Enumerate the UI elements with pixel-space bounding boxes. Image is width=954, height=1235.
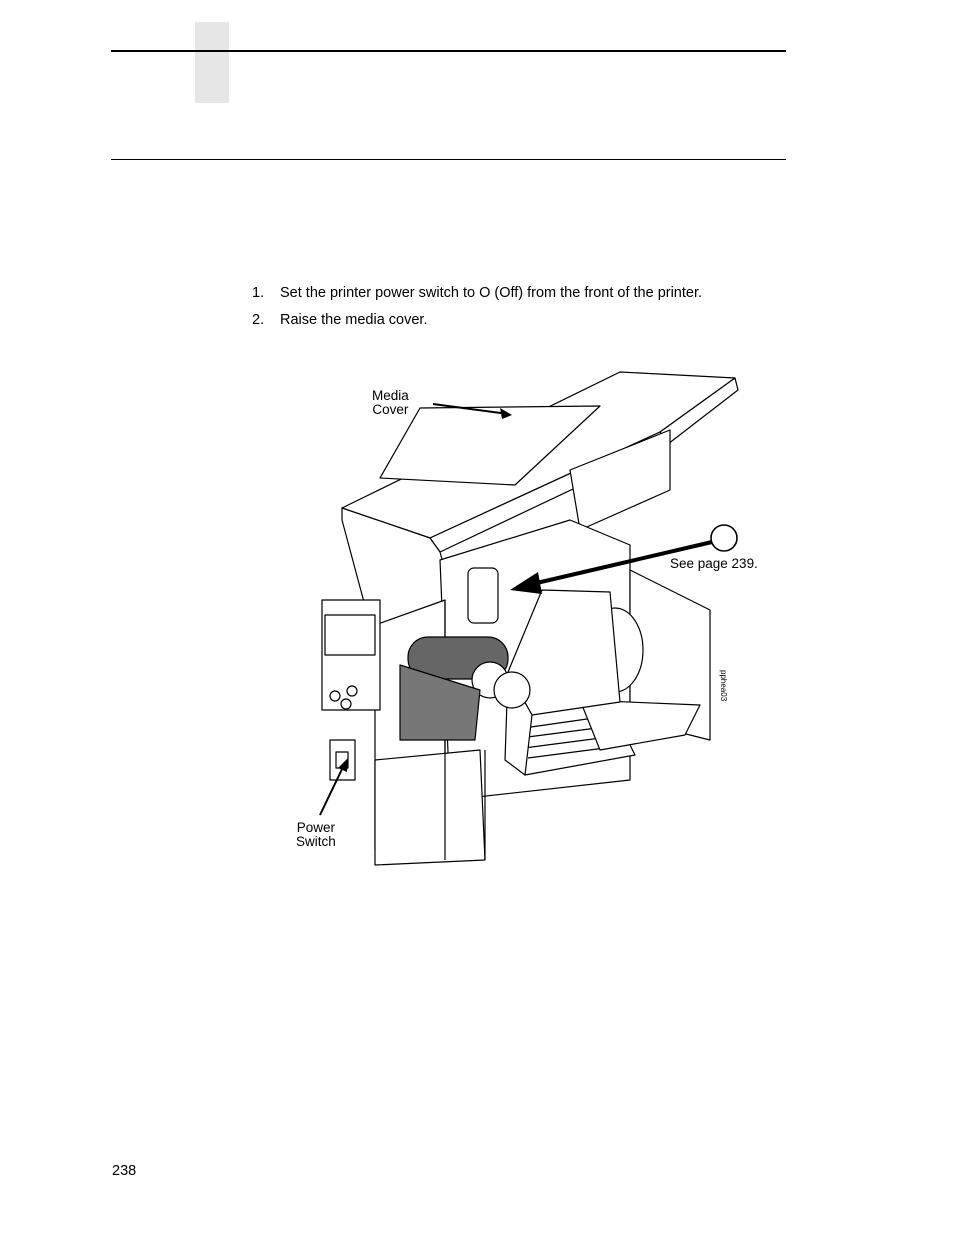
ribbon-rollers bbox=[399, 636, 531, 741]
step-number: 1. bbox=[252, 285, 265, 301]
control-button-icon bbox=[340, 698, 352, 710]
power-switch-label: Power Switch bbox=[296, 821, 336, 849]
step-text: Set the printer power switch to O (Off) … bbox=[280, 285, 703, 301]
control-button-icon bbox=[346, 685, 358, 697]
media-cover bbox=[341, 371, 739, 633]
step-number: 2. bbox=[252, 312, 265, 328]
step-text: Raise the media cover. bbox=[280, 312, 428, 328]
figure-code: pphea03 bbox=[719, 670, 728, 702]
control-button-icon bbox=[329, 690, 341, 702]
vent-icon bbox=[467, 567, 499, 624]
procedure-steps: 1. Set the printer power switch to O (Of… bbox=[252, 285, 702, 339]
media-cover-label-line: Media bbox=[372, 388, 409, 403]
callout-leaders bbox=[319, 403, 713, 816]
callout-circle-icon bbox=[710, 524, 738, 552]
step-item: 2. Raise the media cover. bbox=[252, 312, 702, 329]
step-item: 1. Set the printer power switch to O (Of… bbox=[252, 285, 702, 302]
power-switch-label-line: Switch bbox=[296, 834, 336, 849]
printer-illustration bbox=[319, 371, 739, 866]
media-cover-label: Media Cover bbox=[372, 389, 409, 417]
header-rule bbox=[111, 50, 786, 52]
media-cover-label-line: Cover bbox=[372, 402, 409, 417]
page-number: 238 bbox=[112, 1163, 137, 1179]
see-page-label: See page 239. bbox=[670, 556, 758, 571]
printer-figure: Media Cover See page 239. Power Switch p… bbox=[280, 360, 780, 875]
chapter-tab bbox=[195, 22, 229, 103]
power-switch-label-line: Power bbox=[296, 820, 336, 835]
section-rule bbox=[111, 159, 786, 160]
